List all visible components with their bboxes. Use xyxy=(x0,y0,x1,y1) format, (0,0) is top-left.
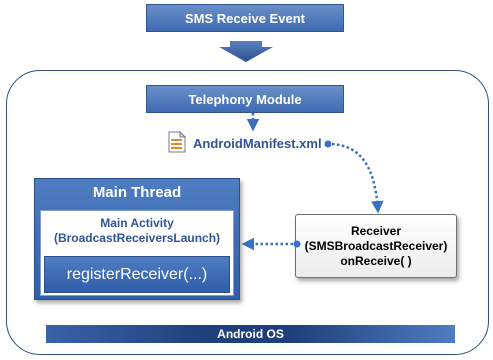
register-receiver-box: registerReceiver(...) xyxy=(44,256,230,293)
main-thread-title: Main Thread xyxy=(92,183,182,201)
android-os-label: Android OS xyxy=(217,327,284,341)
receiver-method: onReceive( ) xyxy=(340,253,412,268)
xml-file-icon xyxy=(168,131,186,153)
main-activity-name: Main Activity xyxy=(100,216,174,230)
telephony-module-box: Telephony Module xyxy=(146,85,344,113)
telephony-module-label: Telephony Module xyxy=(188,91,302,107)
manifest-label: AndroidManifest.xml xyxy=(193,136,322,151)
receiver-class: (SMSBroadcastReceiver) xyxy=(304,238,448,253)
receiver-title: Receiver xyxy=(350,223,402,238)
register-receiver-label: registerReceiver(...) xyxy=(66,265,208,283)
main-activity-class: (BroadcastReceiversLaunch) xyxy=(53,231,221,245)
main-activity-label: Main Activity (BroadcastReceiversLaunch) xyxy=(40,216,234,246)
sms-receive-event-box: SMS Receive Event xyxy=(146,4,344,32)
android-os-bar: Android OS xyxy=(46,325,455,343)
receiver-box: Receiver (SMSBroadcastReceiver) onReceiv… xyxy=(295,214,457,278)
sms-receive-event-label: SMS Receive Event xyxy=(185,10,305,26)
